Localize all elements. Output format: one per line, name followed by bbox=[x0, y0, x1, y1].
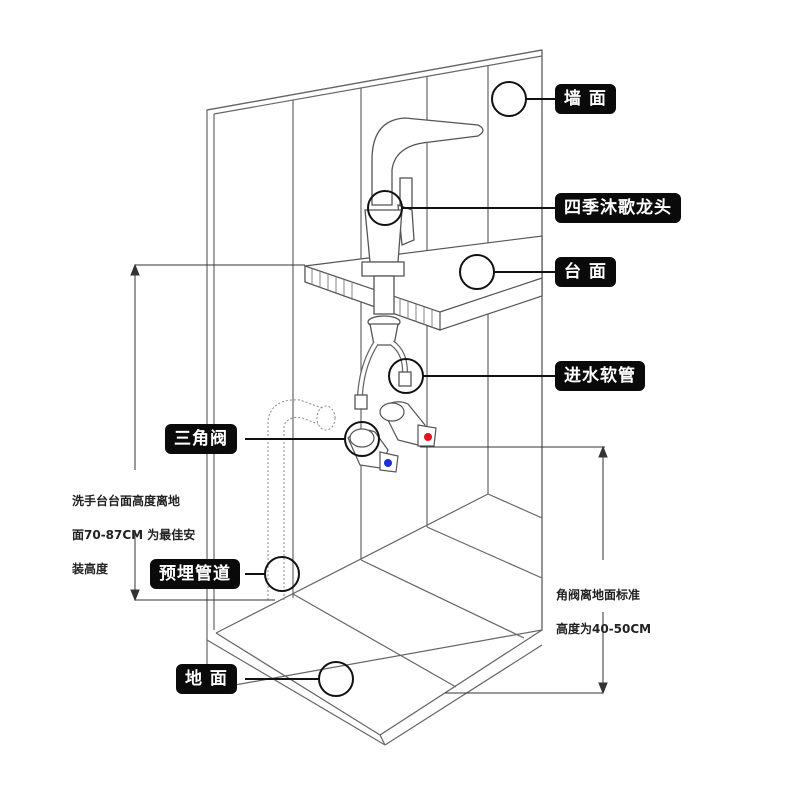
label-wall: 墙 面 bbox=[555, 84, 616, 114]
label-floor: 地 面 bbox=[176, 664, 237, 694]
wall bbox=[206, 49, 543, 746]
label-embedded-pipe: 预埋管道 bbox=[150, 559, 240, 589]
label-angle-valve: 三角阀 bbox=[165, 424, 237, 454]
valve-height-line-2: 高度为40-50CM bbox=[556, 622, 652, 636]
label-inlet-hose: 进水软管 bbox=[555, 361, 645, 391]
label-countertop: 台 面 bbox=[555, 257, 616, 287]
valve-height-note: 角阀离地面标准 高度为40-50CM bbox=[556, 570, 651, 655]
countertop bbox=[304, 235, 543, 331]
callouts bbox=[245, 81, 556, 697]
basin-height-note: 洗手台台面高度离地 面70-87CM 为最佳安 装高度 bbox=[72, 476, 195, 595]
embedded-pipe bbox=[267, 399, 336, 600]
basin-height-line-2: 面70-87CM 为最佳安 bbox=[72, 528, 196, 542]
label-faucet: 四季沐歌龙头 bbox=[555, 193, 681, 223]
valve-height-line-1: 角阀离地面标准 bbox=[556, 588, 641, 602]
dimension-lines bbox=[130, 263, 608, 695]
basin-height-line-1: 洗手台台面高度离地 bbox=[72, 494, 181, 508]
cold-marker bbox=[384, 459, 392, 467]
basin-height-line-3: 装高度 bbox=[72, 562, 109, 576]
hot-marker bbox=[424, 433, 432, 441]
